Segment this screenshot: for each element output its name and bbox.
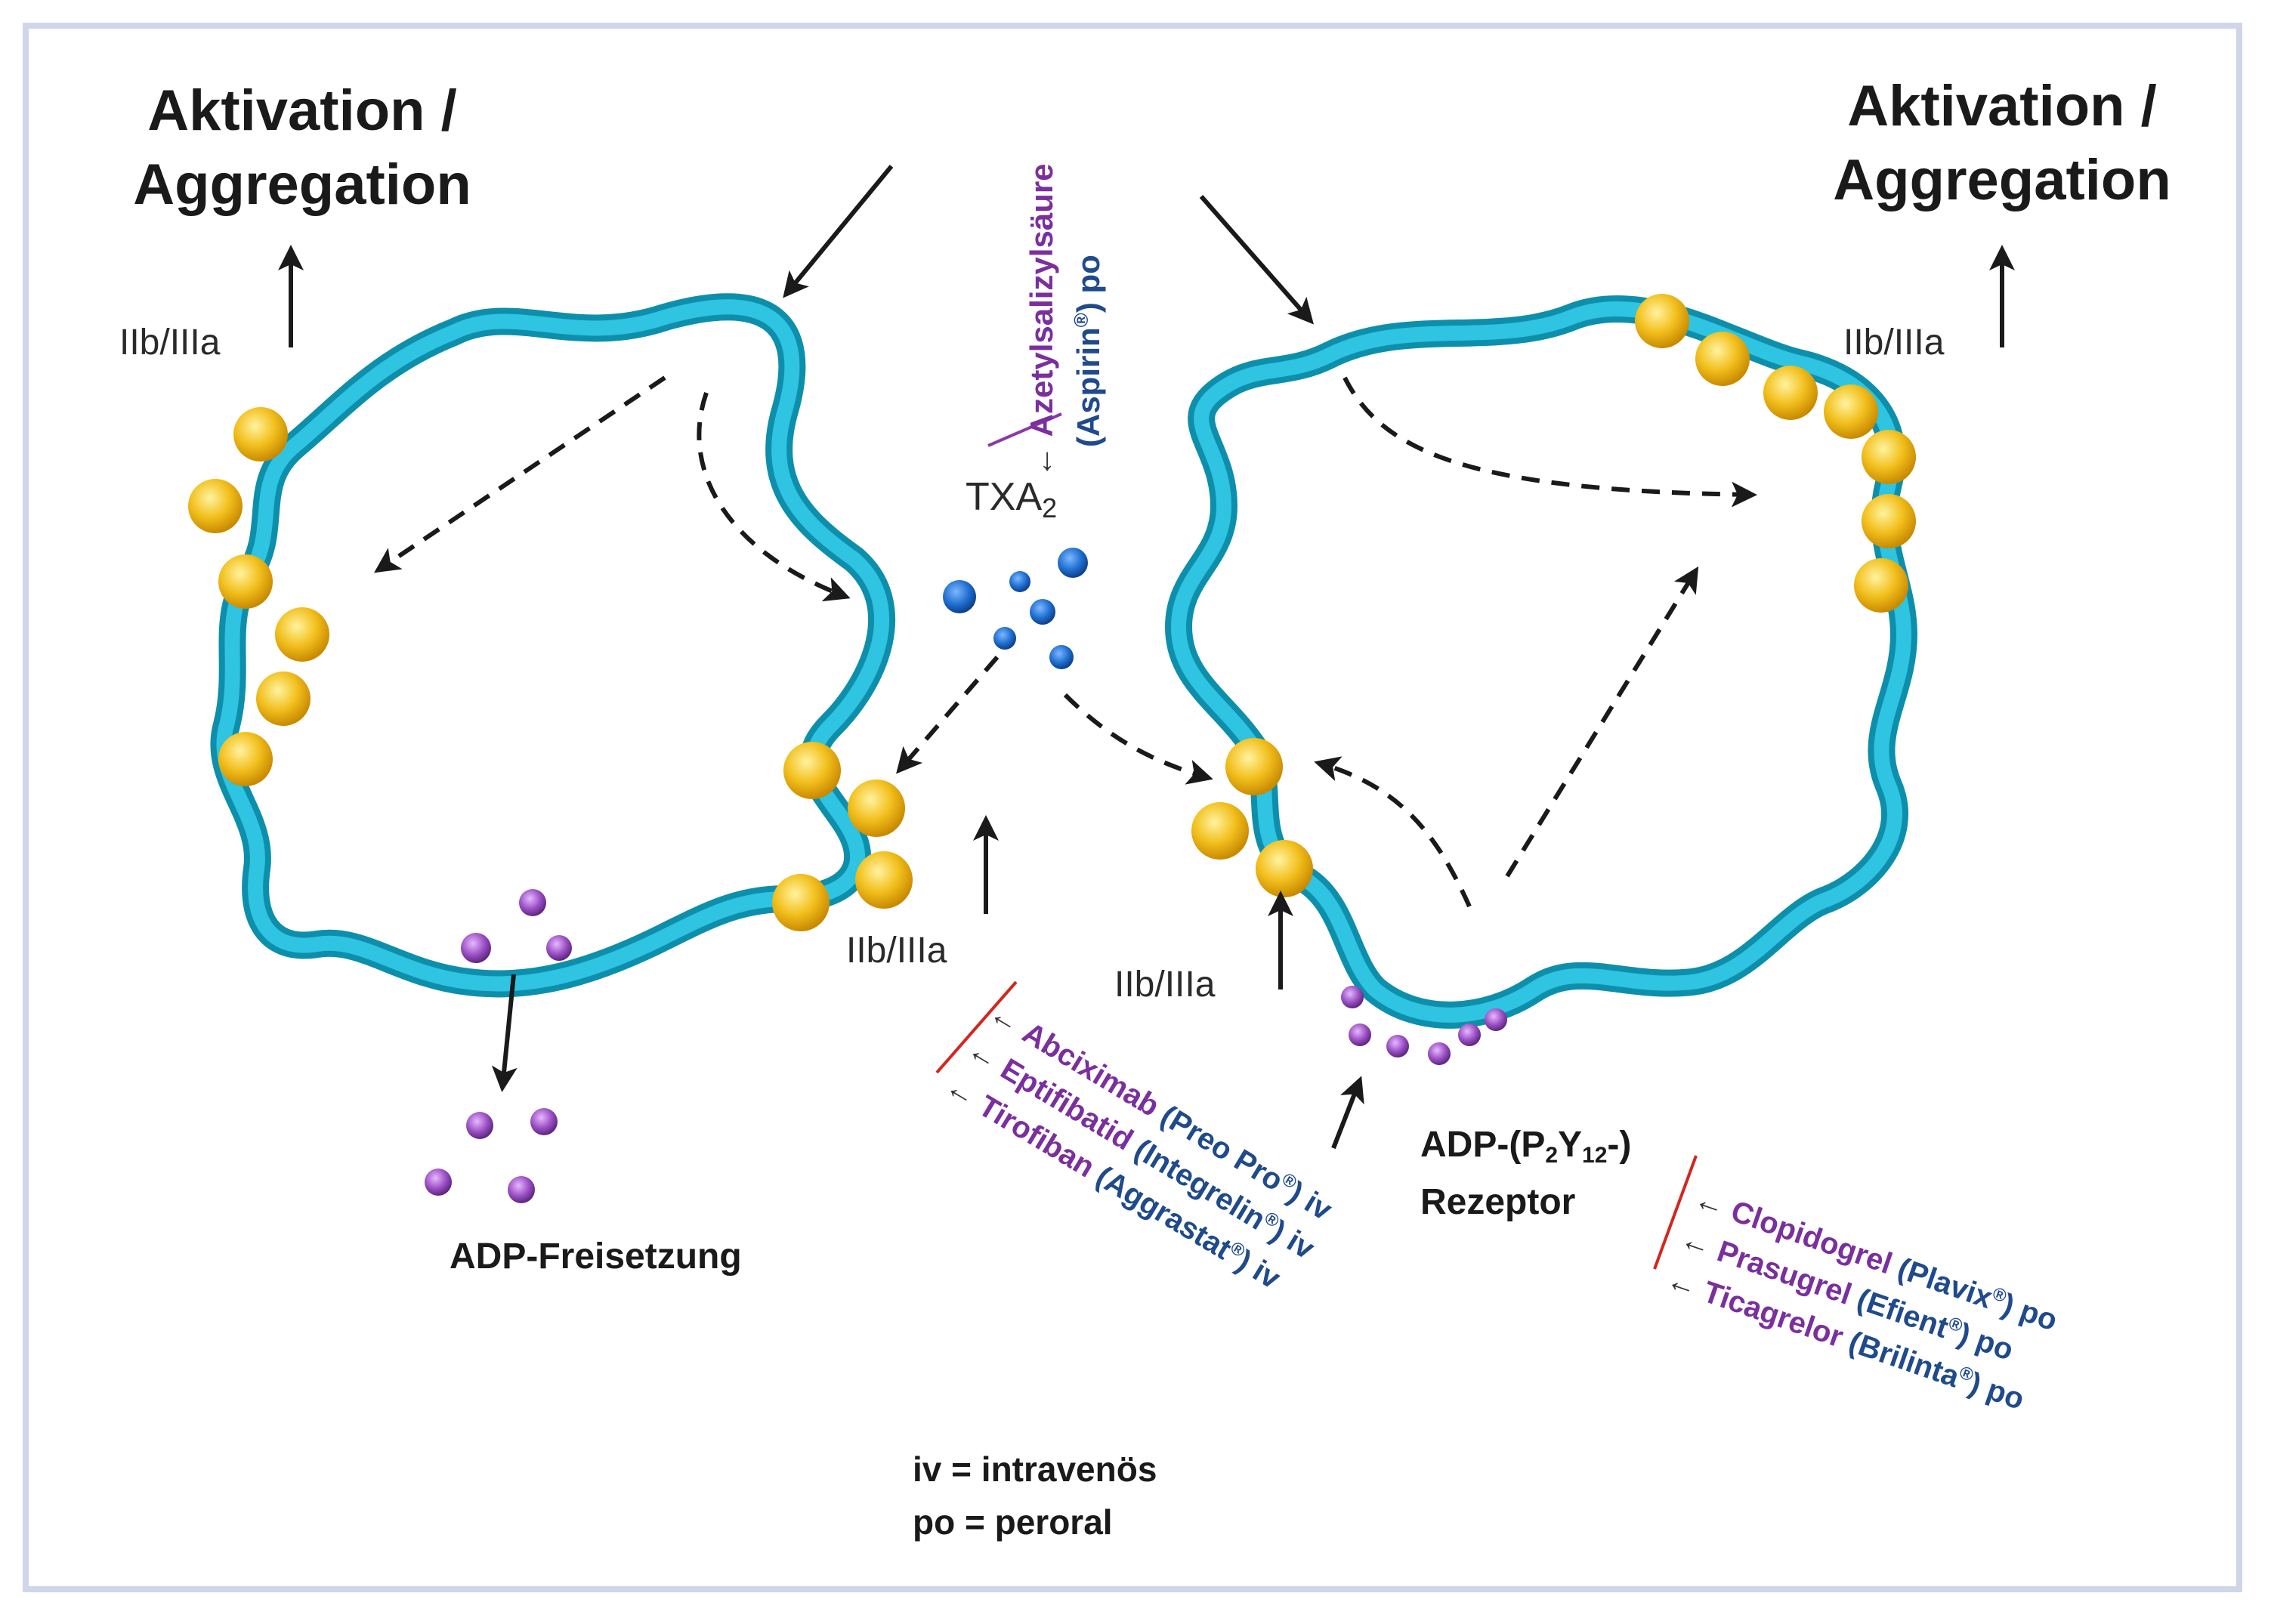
dashed-arrow <box>374 375 666 573</box>
activation-label-right-line1: Aktivation / <box>1847 74 2157 138</box>
gp-inhibition-bar <box>935 980 1018 1074</box>
adp-molecule <box>425 1169 452 1196</box>
receptor-sphere <box>256 672 311 726</box>
receptor-sphere <box>218 554 273 609</box>
dashed-arrow <box>896 656 1000 774</box>
receptor-sphere <box>855 851 913 909</box>
activation-label-left-line1: Aktivation / <box>147 79 457 143</box>
adp-molecule <box>546 935 572 961</box>
receptor-sphere <box>1225 738 1283 795</box>
adp-molecules-receptor <box>1341 986 1507 1065</box>
aspirin-route: po <box>1071 255 1106 294</box>
adp-molecule <box>1341 986 1364 1008</box>
receptors-left-outer <box>188 407 329 786</box>
activation-label-right-line2: Aggregation <box>1833 148 2171 212</box>
dashed-arrow <box>1063 693 1213 785</box>
receptor-sphere <box>848 780 905 837</box>
dashed-arrows <box>374 375 1757 908</box>
receptor-sphere <box>1854 558 1908 613</box>
receptor-sphere <box>1191 802 1249 860</box>
receptors-bridge <box>772 738 1313 931</box>
iib-label-left-top: IIb/IIIa <box>119 323 221 363</box>
adp-molecule <box>1386 1035 1409 1057</box>
adp-molecules-released <box>425 1108 558 1203</box>
adp-receptor-label: ADP-(P2Y12-) Rezeptor <box>1420 1122 1631 1226</box>
dashed-arrow <box>1314 756 1472 908</box>
aspirin-inhibition-bar <box>987 412 1062 447</box>
adp-molecules-inside <box>461 889 572 963</box>
txa2-subscript: 2 <box>1042 492 1058 523</box>
aspirin-annotation: ← Azetylsalizylsäure (Aspirin®) po <box>1022 130 1108 477</box>
receptor-sphere <box>1763 366 1818 420</box>
receptor-sphere <box>218 732 273 786</box>
receptor-sphere <box>1862 430 1916 484</box>
adp-receptor-line2: Rezeptor <box>1420 1182 1576 1222</box>
adp-release-arrow <box>491 974 518 1092</box>
p2y12-inhibition-bar <box>1653 1155 1698 1270</box>
incoming-arrow-right <box>1199 195 1314 325</box>
dashed-arrow <box>697 392 851 602</box>
receptor-sphere <box>1695 332 1750 386</box>
iib-label-center-left: IIb/IIIa <box>846 931 947 971</box>
adp-molecule <box>1428 1042 1451 1065</box>
adp-molecule <box>1458 1023 1481 1046</box>
receptor-sphere <box>188 479 243 533</box>
txa2-molecule <box>993 627 1016 650</box>
receptor-sphere <box>1256 840 1313 897</box>
txa2-molecule <box>1009 571 1030 592</box>
right-platelet <box>1165 295 1917 1029</box>
txa2-label: TXA2 <box>966 477 1057 522</box>
receptor-sphere <box>233 407 288 462</box>
txa2-molecule <box>943 580 976 613</box>
dashed-arrow <box>1343 376 1757 508</box>
txa2-molecule <box>1058 548 1088 578</box>
solid-arrows <box>278 165 2015 1150</box>
left-platelet <box>210 293 895 998</box>
adp-molecule <box>1485 1008 1507 1031</box>
adp-receptor-line1: ADP-(P2Y12-) <box>1420 1125 1632 1168</box>
iib-label-center-right: IIb/IIIa <box>1114 965 1216 1005</box>
receptor-sphere <box>783 742 841 799</box>
dashed-arrow <box>1505 566 1699 878</box>
incoming-arrow-left <box>783 165 894 298</box>
aspirin-drug-line: ← Azetylsalizylsäure <box>1024 163 1059 477</box>
iib-label-right-top: IIb/IIIa <box>1843 323 1945 363</box>
txa2-text: TXA <box>966 475 1043 519</box>
route-legend: iv = intravenös po = peroral <box>913 1443 1157 1548</box>
receptor-sphere <box>1635 294 1689 348</box>
receptor-sphere <box>275 607 329 662</box>
activation-label-left-line2: Aggregation <box>133 153 471 217</box>
adp-molecule <box>466 1112 493 1139</box>
legend-iv: iv = intravenös <box>913 1450 1157 1489</box>
txa2-molecules <box>943 548 1088 669</box>
adp-molecule <box>461 933 491 963</box>
receptor-sphere <box>1862 494 1916 548</box>
adp-molecule <box>530 1108 558 1135</box>
activation-label-right: Aktivation / Aggregation <box>1806 69 2198 218</box>
receptor-sphere <box>1824 384 1878 439</box>
inhibition-bars <box>935 412 1698 1270</box>
adp-molecule <box>1349 1023 1371 1046</box>
aspirin-brand-line: (Aspirin®) po <box>1070 255 1106 447</box>
txa2-molecule <box>1049 645 1074 669</box>
adp-molecule <box>519 889 546 916</box>
adp-release-label: ADP-Freisetzung <box>450 1237 742 1277</box>
aspirin-drug: Azetylsalizylsäure <box>1024 163 1059 437</box>
receptor-sphere <box>772 874 830 931</box>
figure-frame <box>23 23 2242 1592</box>
legend-po: po = peroral <box>913 1502 1113 1542</box>
activation-label-left: Aktivation / Aggregation <box>106 74 499 222</box>
receptors-right-outer <box>1635 294 1916 613</box>
txa2-molecule <box>1030 599 1055 625</box>
adp-receptor-arrow <box>1331 1076 1364 1150</box>
adp-molecule <box>508 1176 535 1203</box>
